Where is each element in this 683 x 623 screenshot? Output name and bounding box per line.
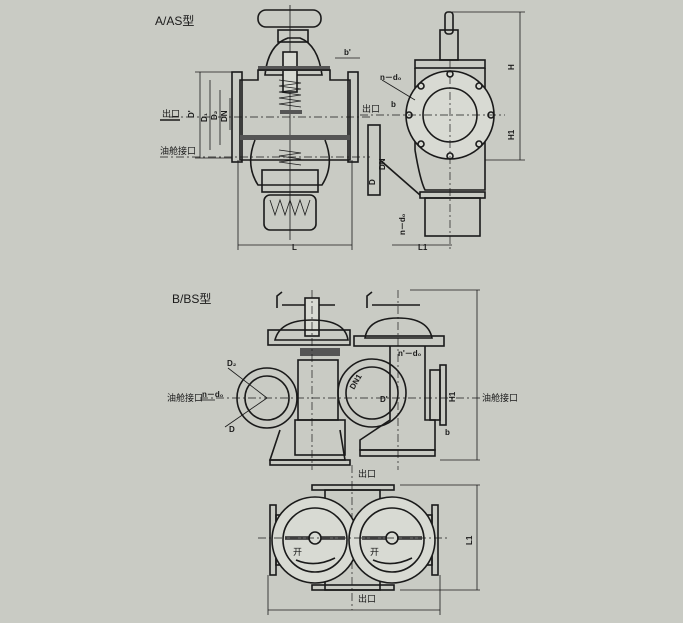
dim-d2: D₂ — [210, 110, 219, 120]
outlet-top-label: 出口 — [358, 468, 376, 479]
a-type-front-view: A/AS型 出口 油舱接口 — [155, 5, 370, 252]
b-type-title: B/BS型 — [172, 292, 211, 306]
dim-h1-b: H1 — [448, 391, 457, 402]
strainer-housing — [263, 194, 317, 231]
b-type-top-view: 出口 开 开 出口 L1 — [258, 465, 480, 615]
open-mark-right: 开 — [370, 547, 379, 557]
dim-h1: H1 — [507, 129, 516, 140]
dim-d-prime-b: D' — [380, 395, 388, 404]
dim-h: H — [507, 64, 516, 70]
dim-d-prime: D' — [187, 110, 196, 118]
dim-dn: DN — [220, 110, 229, 122]
dim-n-d0: n－d₀ — [380, 73, 402, 82]
bonnet — [264, 37, 323, 76]
middle-flange — [337, 358, 407, 428]
dim-d1: D₁ — [200, 112, 209, 122]
outlet-label: 出口 — [162, 108, 180, 119]
a-type-title: A/AS型 — [155, 14, 194, 28]
outlet-bottom-label: 出口 — [358, 593, 376, 604]
side-outlet-label: 出口 — [362, 103, 380, 114]
tank-port-left-label: 油舱接口 — [167, 392, 203, 403]
dim-b: b — [391, 100, 396, 109]
dim-l1: L1 — [418, 243, 428, 252]
open-mark-left: 开 — [293, 547, 302, 557]
dim-n-d0-b: n－d₀ — [202, 390, 224, 399]
dim-dn-side: DN — [378, 158, 387, 170]
a-type-side-view: 出口 H H1 L1 n－d₀ b n－d₀ DN D — [360, 11, 525, 252]
dim-b-b: b — [445, 428, 450, 437]
dim-n-d0-side: n－d₀ — [398, 213, 407, 235]
valve-body — [239, 69, 351, 161]
dim-d2-b: D₂ — [227, 359, 237, 368]
tank-port-label: 油舱接口 — [160, 145, 196, 156]
handwheel — [257, 9, 322, 28]
tank-port-right-label: 油舱接口 — [482, 392, 518, 403]
dim-b-prime: b' — [344, 48, 351, 57]
dim-dn1: DN1 — [348, 372, 364, 391]
dim-d-b: D — [229, 425, 235, 434]
dim-l: L — [292, 243, 297, 252]
dim-l1-b: L1 — [465, 535, 474, 545]
dim-n-d0-right: n'－d₀ — [398, 349, 422, 358]
b-type-front-view: B/BS型 油舱接口 油舱接口 D₂ D n－d₀ n'－d₀ — [167, 289, 518, 470]
dim-d-side: D — [368, 179, 377, 185]
